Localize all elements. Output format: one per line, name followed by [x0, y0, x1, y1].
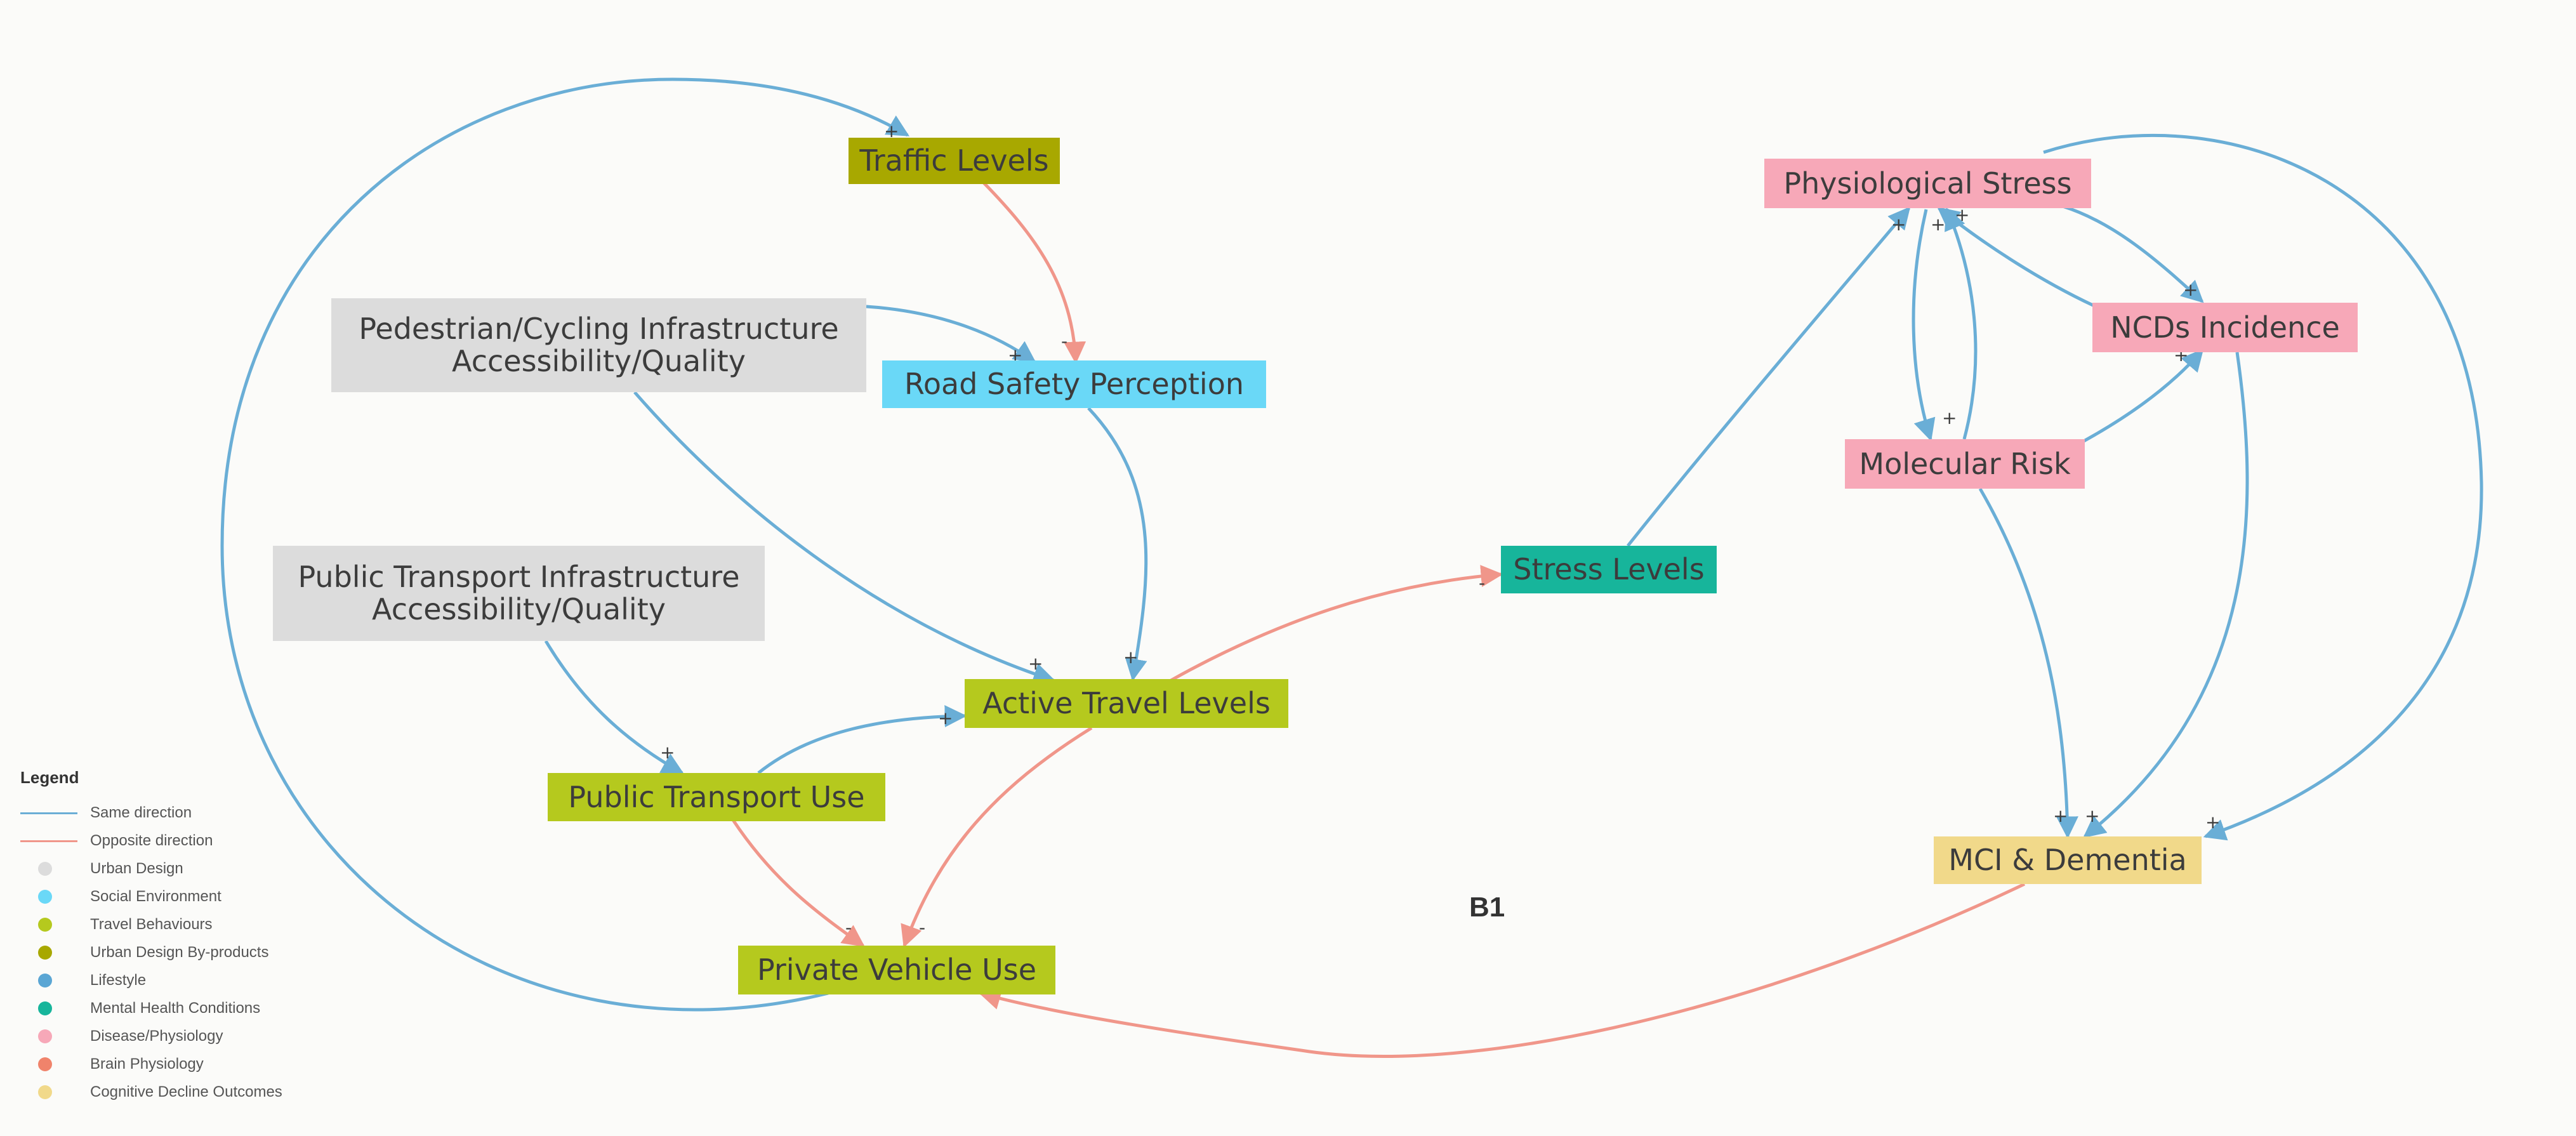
legend-label: Disease/Physiology — [90, 1027, 223, 1045]
legend-category: Lifestyle — [20, 967, 282, 994]
node-mci-dementia: MCI & Dementia — [1934, 836, 2202, 884]
link-ped-infra-to-active-travel — [633, 391, 1056, 685]
polarity-minus: - — [919, 917, 926, 938]
link-pt-use-to-active-travel — [757, 705, 967, 774]
node-active-travel-levels: Active Travel Levels — [965, 679, 1288, 728]
loop-label-b1: B1 — [1469, 892, 1505, 923]
legend-label: Social Environment — [90, 888, 221, 905]
legend-label: Same direction — [90, 804, 192, 821]
legend-dot — [38, 918, 52, 932]
polarity-plus: + — [1891, 214, 1906, 235]
polarity-plus: + — [2205, 812, 2221, 833]
node-physiological-stress: Physiological Stress — [1764, 159, 2091, 208]
legend-same-direction: Same direction — [20, 799, 282, 827]
legend-label: Mental Health Conditions — [90, 1000, 261, 1017]
legend-label: Travel Behaviours — [90, 916, 213, 933]
node-traffic-levels: Traffic Levels — [849, 138, 1060, 184]
legend-category: Disease/Physiology — [20, 1022, 282, 1050]
link-molecular-to-ncds — [2071, 348, 2204, 449]
polarity-plus: + — [2085, 805, 2100, 826]
polarity-plus: + — [1123, 647, 1139, 668]
link-physio-to-molecular — [1912, 209, 1936, 442]
legend-dot — [38, 1085, 52, 1099]
legend-category: Urban Design — [20, 855, 282, 883]
link-private-vehicle-to-traffic — [220, 77, 910, 1012]
polarity-plus: + — [1955, 204, 1970, 225]
link-physio-to-ncds — [2062, 204, 2204, 303]
polarity-minus: - — [1061, 331, 1068, 352]
link-active-travel-to-private-vehicle — [901, 726, 1093, 948]
link-traffic-to-road-safety — [982, 182, 1087, 364]
legend-label: Cognitive Decline Outcomes — [90, 1083, 282, 1100]
legend-opposite-direction: Opposite direction — [20, 827, 282, 855]
legend-label: Urban Design — [90, 860, 183, 877]
node-stress-levels: Stress Levels — [1501, 546, 1717, 593]
legend-category: Urban Design By-products — [20, 939, 282, 967]
link-active-travel-to-stress — [1170, 565, 1503, 682]
node-private-vehicle-use: Private Vehicle Use — [738, 946, 1055, 994]
legend-dot — [38, 974, 52, 987]
legend-category: Social Environment — [20, 883, 282, 911]
legend-label: Opposite direction — [90, 832, 213, 849]
legend-category: Brain Physiology — [20, 1050, 282, 1078]
link-mci-to-private-vehicle — [978, 882, 2026, 1058]
legend-category: Cognitive Decline Outcomes — [20, 1078, 282, 1106]
node-public-transport-use: Public Transport Use — [548, 773, 885, 821]
polarity-plus: + — [660, 742, 675, 763]
legend-title: Legend — [20, 768, 79, 787]
legend-category: Mental Health Conditions — [20, 994, 282, 1022]
polarity-minus: - — [1479, 572, 1486, 593]
link-road-safety-to-active-travel — [1087, 407, 1148, 682]
node-public-transport-infrastructure: Public Transport Infrastructure Accessib… — [273, 546, 765, 641]
node-ncds-incidence: NCDs Incidence — [2092, 303, 2358, 352]
polarity-plus: + — [1028, 653, 1043, 674]
legend-dot — [38, 862, 52, 876]
node-molecular-risk: Molecular Risk — [1845, 439, 2085, 489]
polarity-plus: + — [884, 121, 899, 142]
legend-label: Brain Physiology — [90, 1055, 204, 1073]
legend-label: Urban Design By-products — [90, 944, 269, 961]
legend-dot — [38, 1057, 52, 1071]
polarity-plus: + — [938, 708, 953, 729]
node-ped-cycling-infrastructure: Pedestrian/Cycling Infrastructure Access… — [331, 298, 866, 392]
link-pt-use-to-private-vehicle — [731, 819, 865, 948]
polarity-plus: + — [1942, 407, 1957, 428]
link-molecular-to-physio — [1945, 207, 1978, 440]
legend-line-opposite — [20, 840, 77, 842]
polarity-plus: + — [1008, 345, 1023, 366]
link-molecular-to-mci — [1978, 487, 2078, 839]
link-stress-to-physio — [1627, 206, 1911, 547]
legend-dot — [38, 890, 52, 904]
polarity-plus: + — [2183, 279, 2198, 300]
legend-dot — [38, 1029, 52, 1043]
legend-line-same — [20, 812, 77, 814]
link-ncds-to-mci — [2083, 352, 2249, 838]
polarity-plus: + — [2053, 805, 2068, 826]
node-road-safety-perception: Road Safety Perception — [882, 360, 1266, 408]
legend-dot — [38, 946, 52, 960]
link-pt-infra-to-pt-use — [544, 640, 685, 775]
legend: Legend Same direction Opposite direction… — [20, 768, 282, 1106]
legend-label: Lifestyle — [90, 972, 147, 989]
link-ped-infra-to-road-safety — [866, 305, 1036, 364]
link-physio-to-mci — [2043, 133, 2483, 841]
polarity-minus: - — [845, 917, 852, 938]
legend-dot — [38, 1001, 52, 1015]
polarity-plus: + — [1931, 214, 1946, 235]
legend-category: Travel Behaviours — [20, 911, 282, 939]
